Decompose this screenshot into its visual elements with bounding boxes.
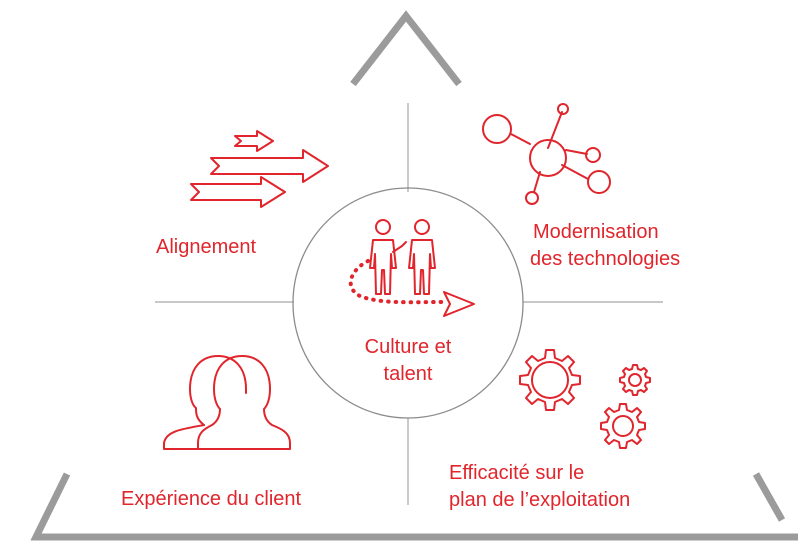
triangle-top-corner [350, 10, 462, 87]
label-efficacite-line1: Efficacité sur le [449, 462, 585, 484]
people-walking-icon [348, 219, 475, 317]
label-alignement: Alignement [156, 236, 257, 258]
triangle-bottom-right-corner [752, 472, 786, 522]
label-experience-client: Expérience du client [121, 488, 302, 510]
label-modernisation: Modernisation des technologies [530, 219, 680, 273]
center-circle [292, 187, 524, 419]
label-culture-line2: talent [383, 363, 433, 385]
label-efficacite-line2: plan de l’exploitation [449, 489, 631, 511]
network-icon [482, 103, 611, 205]
label-modernisation-line2: des technologies [530, 248, 681, 270]
label-culture-talent: Culture et talent [338, 334, 478, 388]
triangle-bottom-left-corner [30, 472, 104, 541]
gears-icon [519, 349, 651, 449]
label-culture-line1: Culture et [364, 336, 452, 358]
people-icon [163, 355, 291, 450]
arrows-icon [190, 130, 329, 208]
label-efficacite: Efficacité sur le plan de l’exploitation [449, 460, 630, 514]
label-modernisation-line1: Modernisation [533, 221, 659, 243]
